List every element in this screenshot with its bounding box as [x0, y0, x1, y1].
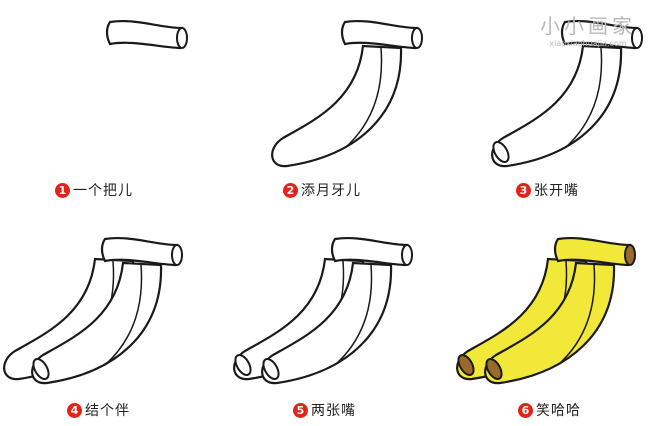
front-banana: [271, 44, 403, 168]
banana-mouth: [234, 354, 252, 376]
banana-body: [484, 261, 616, 385]
stem: [553, 237, 632, 267]
banana-ridge: [334, 264, 373, 366]
banana-body: [261, 261, 393, 385]
step-drawing-2: [271, 20, 423, 168]
stem-end: [411, 27, 423, 49]
stem-end: [624, 244, 636, 266]
banana-mouth: [492, 141, 510, 163]
banana-ridge: [564, 47, 603, 149]
step-drawing-6: [456, 237, 636, 385]
stem: [100, 237, 179, 267]
stem: [560, 20, 639, 50]
stem-end: [631, 27, 643, 49]
banana-mouth: [32, 358, 50, 380]
front-banana: [484, 261, 616, 385]
banana-body: [491, 44, 623, 168]
step-drawing-1: [105, 20, 188, 50]
step-drawing-5: [233, 237, 413, 385]
stem: [330, 237, 409, 267]
banana-mouth: [485, 358, 503, 380]
front-banana: [491, 44, 623, 168]
stem: [105, 20, 184, 50]
banana-body: [271, 44, 403, 168]
front-banana: [31, 261, 163, 385]
step-drawing-4: [3, 237, 183, 385]
watermark: 小小画家 xiaoxiaohuajia.com: [540, 14, 636, 48]
stem-end: [176, 27, 188, 49]
stem: [340, 20, 419, 50]
front-banana: [261, 261, 393, 385]
stem-end: [171, 244, 183, 266]
stem-end: [401, 244, 413, 266]
banana-ridge: [344, 47, 383, 149]
banana-ridge: [557, 264, 596, 366]
banana-body: [31, 261, 163, 385]
banana-mouth: [262, 358, 280, 380]
step-drawing-3: [491, 20, 643, 168]
banana-ridge: [104, 264, 143, 366]
banana-mouth: [457, 354, 475, 376]
